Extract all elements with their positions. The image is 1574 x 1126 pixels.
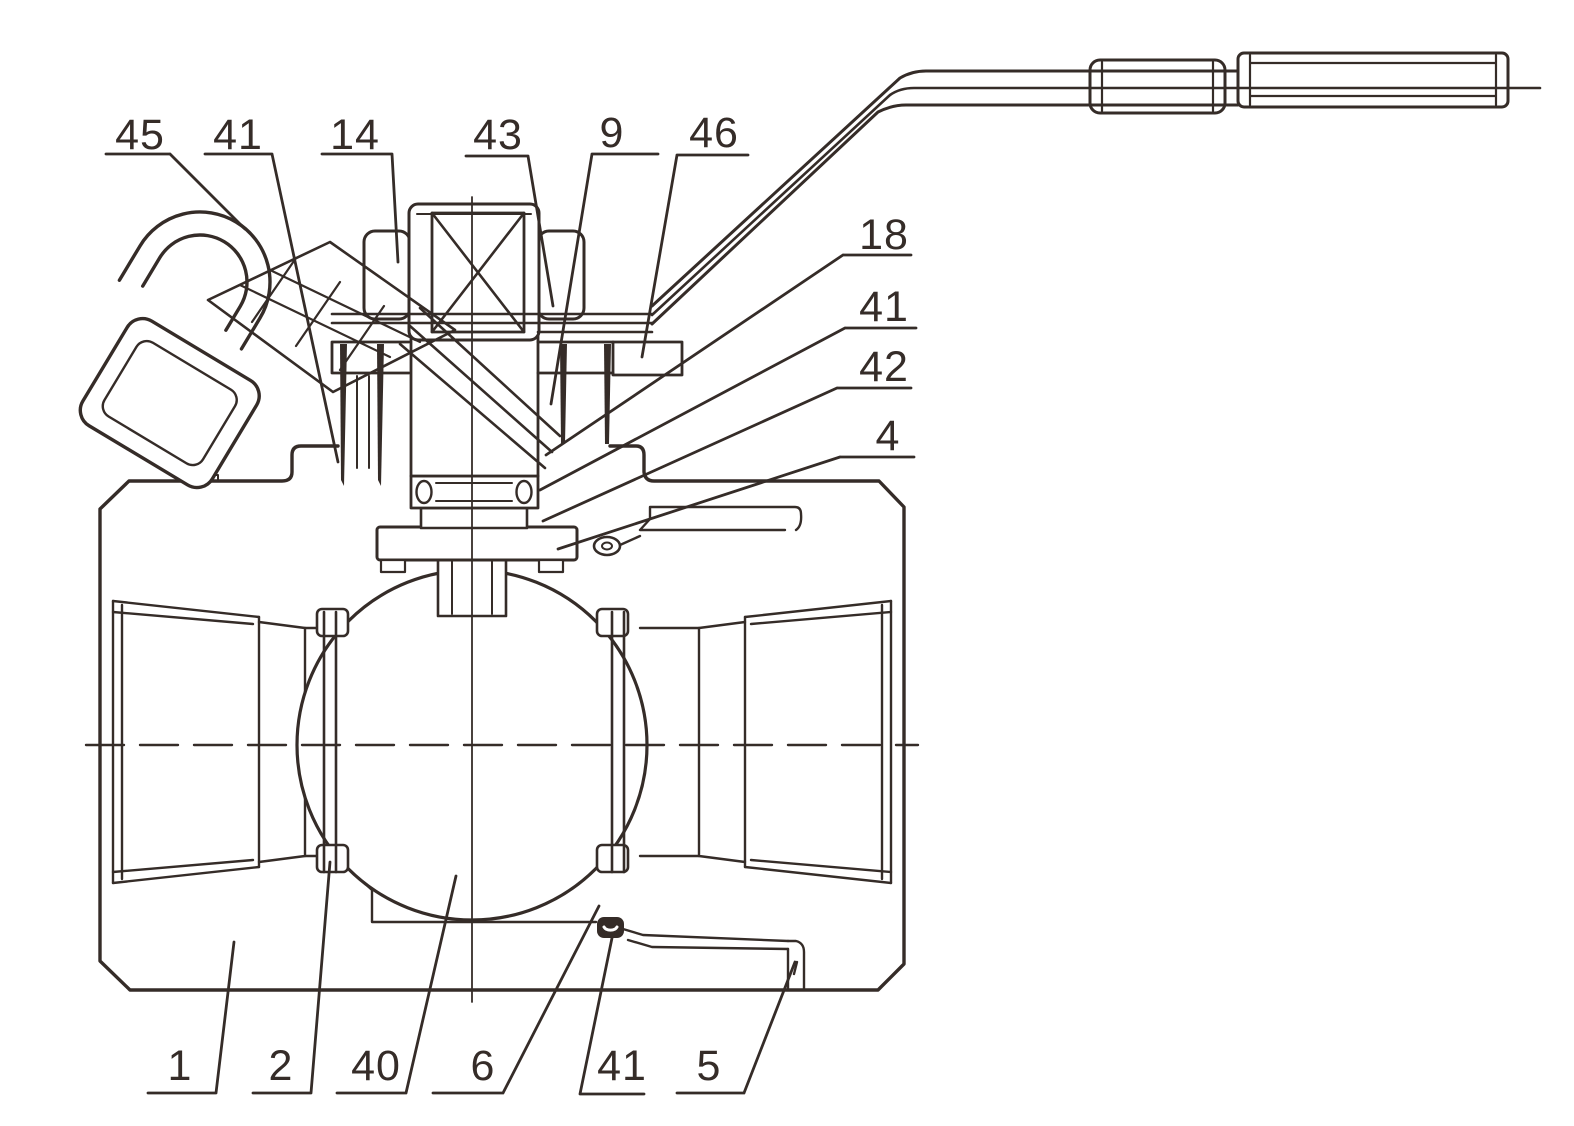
part-number-label: 6 <box>471 1042 496 1090</box>
handle-arm <box>650 69 1240 308</box>
stem-top-cap <box>407 202 541 342</box>
callout-40-ball: 40 <box>335 874 458 1095</box>
leader-line <box>104 152 247 231</box>
leader-line <box>464 154 555 308</box>
callout-14-stem-nut-left: 14 <box>320 111 400 264</box>
callout-6-body-seal: 6 <box>431 904 601 1095</box>
centerlines <box>84 196 920 1003</box>
handle-grip <box>1236 51 1510 109</box>
part-number-label: 41 <box>859 283 909 331</box>
stop-plate <box>592 505 803 557</box>
callout-18-packing: 18 <box>544 211 913 457</box>
bonnet-flange <box>375 525 579 562</box>
part-number-label: 46 <box>689 109 739 157</box>
leader-line <box>251 860 332 1095</box>
leader-line <box>544 253 913 457</box>
part-number-label: 4 <box>876 412 901 460</box>
stop-screw-head <box>592 535 622 557</box>
lock-tab <box>340 344 347 486</box>
end-bracket <box>597 917 806 992</box>
part-number-label: 41 <box>213 111 263 159</box>
leader-line <box>640 153 750 359</box>
part-number-label: 43 <box>473 111 523 159</box>
part-number-label: 45 <box>115 111 165 159</box>
bracket-screw-head <box>597 917 624 938</box>
left-port-thread <box>111 599 322 885</box>
part-number-label: 2 <box>269 1042 294 1090</box>
lock-tab <box>377 344 384 486</box>
bonnet-neck-ring <box>419 506 529 530</box>
callout-4-bonnet-flange: 4 <box>556 412 916 551</box>
gland-o-ring-left <box>415 479 433 505</box>
callout-42-thrust-washer: 42 <box>541 343 913 523</box>
callout-5-end-bracket: 5 <box>675 960 797 1095</box>
part-number-label: 40 <box>351 1042 401 1090</box>
part-number-label: 5 <box>697 1042 722 1090</box>
part-number-label: 9 <box>600 109 625 157</box>
leader-line <box>203 152 340 464</box>
handle-base <box>330 312 654 334</box>
leader-line <box>320 152 400 264</box>
leader-line <box>556 455 916 551</box>
right-seat <box>595 607 630 874</box>
handle-sleeve <box>1088 58 1227 115</box>
right-port-thread <box>638 599 893 885</box>
callout-1-valve-body: 1 <box>146 940 236 1095</box>
callout-2-seat: 2 <box>251 860 332 1095</box>
leader-line <box>431 904 601 1095</box>
padlock-body <box>78 316 261 490</box>
hasp-plate <box>206 240 562 470</box>
gland <box>409 474 540 510</box>
part-number-label: 14 <box>330 111 380 159</box>
callout-41-bracket-screw-seal: 41 <box>578 936 647 1096</box>
leader-line <box>541 386 913 523</box>
callout-41-gland-o-ring: 41 <box>538 283 918 492</box>
leader-line <box>335 874 458 1095</box>
leader-line <box>675 960 797 1095</box>
leader-line <box>549 152 660 406</box>
stem-assembly <box>362 202 586 574</box>
gland-o-ring-right <box>515 479 533 505</box>
part-number-label: 1 <box>168 1042 193 1090</box>
handle <box>330 51 1542 334</box>
callout-43-stem-nut-right: 43 <box>464 111 555 308</box>
lock-tab <box>604 344 611 444</box>
callout-9-stem: 9 <box>549 109 660 406</box>
callout-46-lock-plate: 46 <box>640 109 750 359</box>
leader-line <box>146 940 236 1095</box>
leader-line <box>578 936 646 1096</box>
left-seat <box>315 607 350 874</box>
part-number-label: 42 <box>859 343 909 391</box>
lock-tab <box>560 344 567 444</box>
callout-45-padlock-shackle: 45 <box>104 111 247 231</box>
stem-nut-left <box>362 229 412 321</box>
leader-line <box>538 326 918 492</box>
callout-41-left-lock-tab-seal: 41 <box>203 111 340 464</box>
part-number-label: 18 <box>859 211 909 259</box>
part-number-label: 41 <box>597 1042 647 1090</box>
stem-body <box>409 331 540 478</box>
